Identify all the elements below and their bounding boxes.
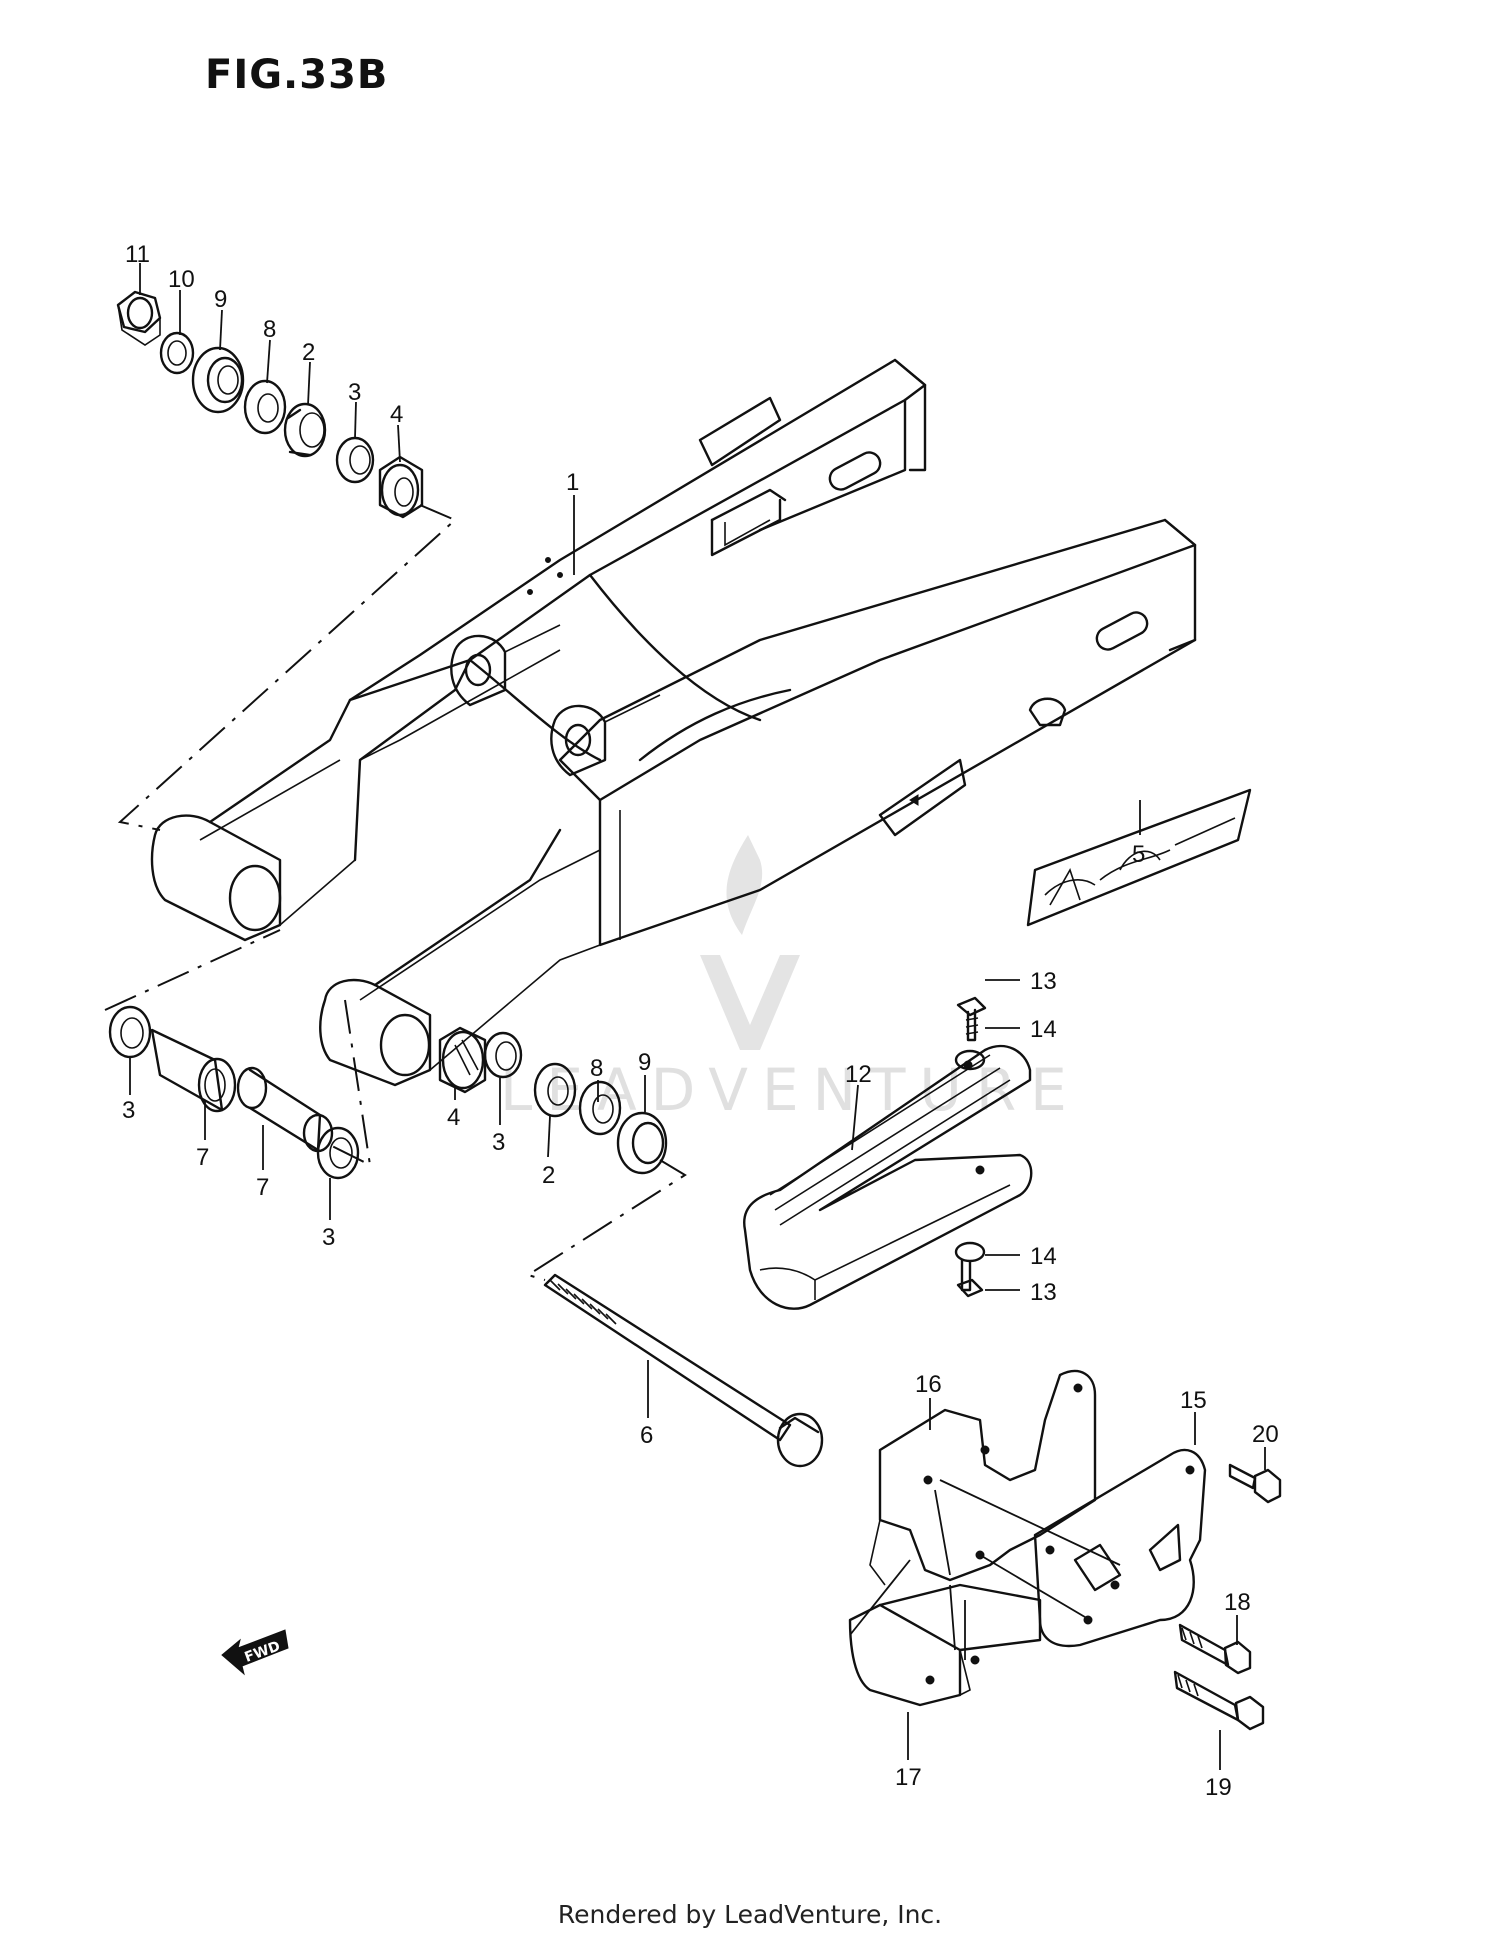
- leader-lines: [129, 263, 1266, 1770]
- chain-slider-part-12: [743, 1044, 1033, 1310]
- watermark-text: LEADVENTURE: [500, 1056, 1081, 1124]
- chain-guide-brackets: [848, 1369, 1207, 1707]
- callout-6: 6: [640, 1422, 653, 1449]
- bracket-bolts: [1173, 1463, 1282, 1731]
- callout-2: 2: [542, 1162, 555, 1189]
- callout-17: 17: [895, 1764, 922, 1791]
- callout-14: 14: [1030, 1016, 1057, 1043]
- lower-left-hardware: [104, 929, 372, 1180]
- callout-4: 4: [390, 401, 403, 428]
- callout-2: 2: [302, 339, 315, 366]
- callout-5: 5: [1132, 841, 1145, 868]
- callout-8: 8: [590, 1055, 603, 1082]
- axle-bolt-part-6: [543, 1273, 824, 1468]
- lower-right-hardware: [438, 1026, 687, 1281]
- callout-13: 13: [1030, 1279, 1057, 1306]
- callout-4: 4: [447, 1104, 460, 1131]
- swingarm-part-1: [150, 358, 1197, 1087]
- callout-7: 7: [256, 1174, 269, 1201]
- callout-12: 12: [845, 1061, 872, 1088]
- callout-labels: 11 10 9 8 2 3 4 1 5 13 14 12 3 7 7 3 4 3…: [122, 241, 1279, 1801]
- callout-1: 1: [566, 469, 579, 496]
- callout-9: 9: [214, 286, 227, 313]
- callout-14: 14: [1030, 1243, 1057, 1270]
- callout-11: 11: [125, 241, 150, 268]
- watermark: LEADVENTURE: [500, 835, 1081, 1124]
- callout-16: 16: [915, 1371, 942, 1398]
- callout-7: 7: [196, 1144, 209, 1171]
- forward-direction-arrow: FWD: [221, 1629, 289, 1676]
- callout-9: 9: [638, 1049, 651, 1076]
- callout-3: 3: [122, 1097, 135, 1124]
- watermark-v-icon: [700, 955, 800, 1050]
- callout-3: 3: [348, 379, 361, 406]
- callout-20: 20: [1252, 1421, 1279, 1448]
- callout-18: 18: [1224, 1589, 1251, 1616]
- left-hardware-stack: [116, 290, 457, 831]
- callout-15: 15: [1180, 1387, 1207, 1414]
- callout-3: 3: [492, 1129, 505, 1156]
- figure-title: FIG.33B: [205, 52, 389, 98]
- slider-fasteners: [954, 996, 987, 1298]
- callout-3: 3: [322, 1224, 335, 1251]
- callout-13: 13: [1030, 968, 1057, 995]
- footer-credit: Rendered by LeadVenture, Inc.: [557, 1900, 943, 1929]
- callout-10: 10: [168, 266, 195, 293]
- callout-19: 19: [1205, 1774, 1232, 1801]
- callout-8: 8: [263, 316, 276, 343]
- watermark-flame-icon: [726, 835, 763, 935]
- decal-part-5: [1026, 788, 1252, 927]
